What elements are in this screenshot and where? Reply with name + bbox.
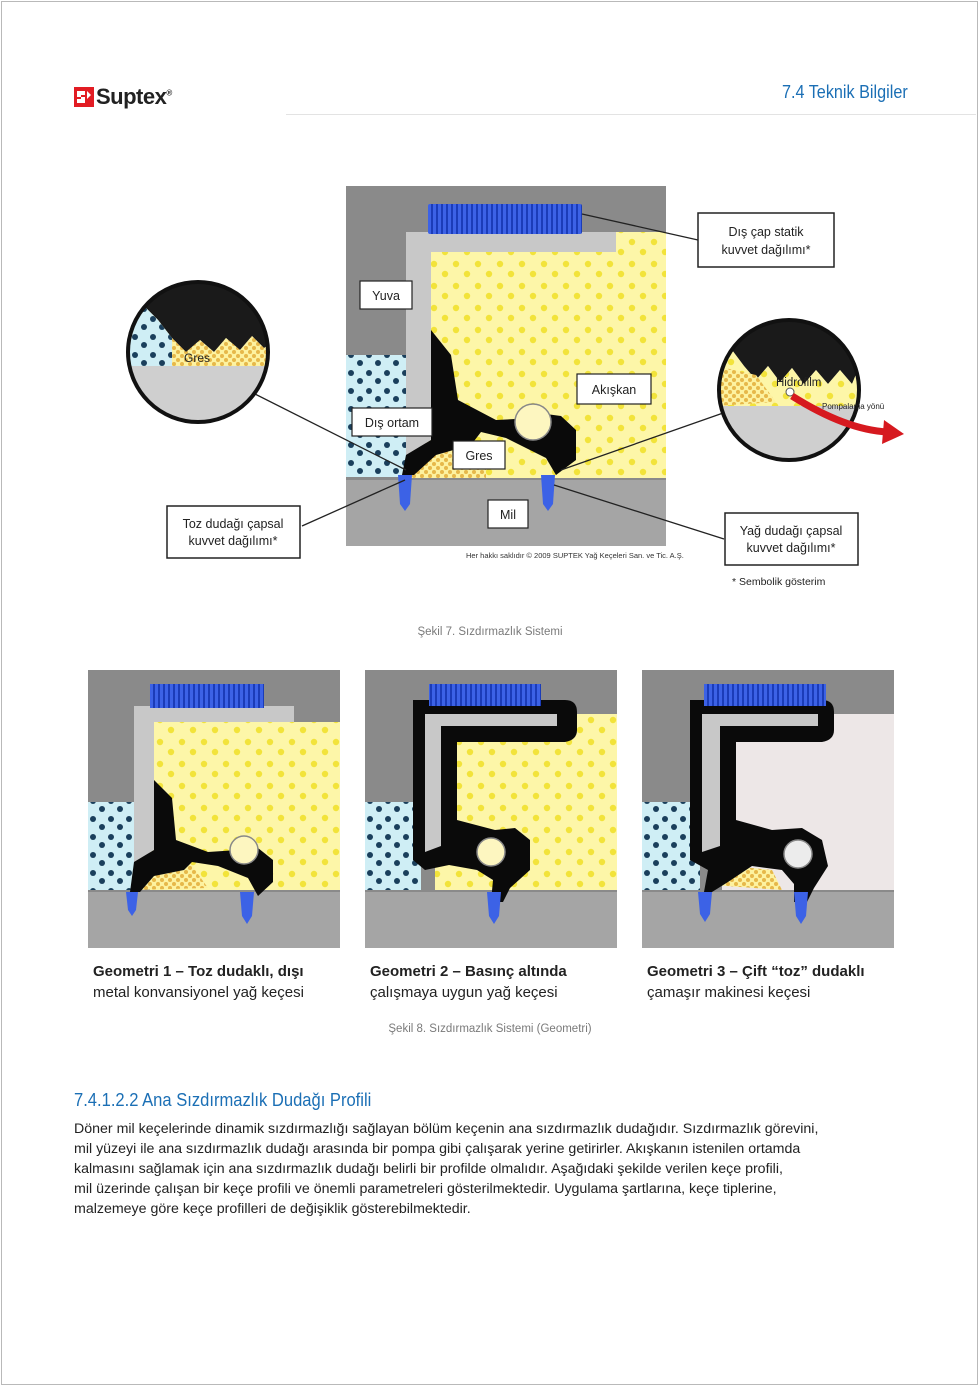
zoom-label-hidrofilm: Hidrofilm — [776, 377, 821, 389]
copyright-note: Her hakkı saklıdır © 2009 SUPTEK Yağ Keç… — [466, 551, 684, 560]
label-gres: Gres — [465, 449, 492, 463]
geometry-1-subtitle: metal konvansiyonel yağ keçesi — [93, 984, 304, 1001]
body-line: mil üzerinde çalışan bir keçe profili ve… — [74, 1181, 777, 1197]
callout-lines — [250, 213, 727, 540]
body-line: Döner mil keçelerinde dinamik sızdırmazl… — [74, 1121, 819, 1137]
geometry-2-subtitle: çalışmaya uygun yağ keçesi — [370, 984, 558, 1001]
body-line: kalmasını sağlamak için ana sızdırmazlık… — [74, 1161, 783, 1177]
label-box-dis-ortam — [351, 407, 433, 437]
zoom-label-pompalama: Pompalama yönü — [822, 402, 884, 411]
section-header-title: 7.4 Teknik Bilgiler — [782, 82, 908, 102]
garter-spring — [514, 403, 552, 441]
label-dis-cap-line2: kuvvet dağılımı* — [722, 243, 811, 257]
pumping-arrow-head-icon — [882, 420, 904, 444]
label-box-akiskan — [576, 373, 652, 405]
outer-diameter-ribs — [428, 204, 582, 234]
geometry-2-panel — [365, 670, 617, 948]
figure-7-caption: Şekil 7. Sızdırmazlık Sistemi — [417, 626, 563, 638]
header-divider — [286, 114, 976, 115]
label-box-dis-cap — [697, 212, 835, 268]
dust-lip-force — [398, 475, 412, 511]
section-body: Döner mil keçelerinde dinamik sızdırmazl… — [74, 1119, 919, 1219]
pumping-direction-arrow-icon — [790, 393, 889, 436]
label-box-yag-dudagi — [724, 512, 859, 566]
geometry-1-panel — [88, 670, 340, 948]
suptex-logo: Suptex® — [74, 84, 172, 110]
label-akiskan: Akışkan — [592, 383, 637, 397]
label-toz-dudagi-line1: Toz dudağı çapsal — [183, 517, 284, 531]
seal-cross-section: Yuva Dış ortam Gres Akışkan Mil Her hakk… — [346, 186, 684, 560]
body-line: mil yüzeyi ile ana sızdırmazlık dudağı a… — [74, 1141, 801, 1157]
figure-7-sealing-system: Yuva Dış ortam Gres Akışkan Mil Her hakk… — [76, 170, 906, 600]
label-box-yuva — [359, 280, 413, 310]
label-box-mil — [487, 499, 529, 529]
body-line: malzemeye göre keçe profilleri de değişi… — [74, 1201, 471, 1217]
label-dis-cap-line1: Dış çap statik — [728, 225, 804, 239]
geometry-3-title: Geometri 3 – Çift “toz” dudaklı — [647, 963, 865, 980]
label-yuva: Yuva — [372, 289, 400, 303]
zoom-label-gres: Gres — [184, 351, 210, 365]
label-yag-dudagi-line1: Yağ dudağı çapsal — [740, 524, 843, 538]
symbolic-note: * Sembolik gösterim — [732, 576, 826, 588]
label-toz-dudagi-line2: kuvvet dağılımı* — [189, 534, 278, 548]
label-box-gres — [452, 440, 506, 470]
geometry-3-panel — [642, 670, 894, 948]
geometry-1-title: Geometri 1 – Toz dudaklı, dışı — [93, 963, 304, 980]
zoom-circle-hydrofilm: Hidrofilm Pompalama yönü — [717, 318, 904, 462]
figure-8-caption: Şekil 8. Sızdırmazlık Sistemi (Geometri) — [388, 1023, 592, 1035]
section-title: 7.4.1.2.2 Ana Sızdırmazlık Dudağı Profil… — [74, 1090, 372, 1110]
label-box-toz-dudagi — [166, 505, 301, 559]
label-mil: Mil — [500, 508, 516, 522]
figure-8-geometries: Geometri 1 – Toz dudaklı, dışı metal kon… — [76, 664, 906, 1016]
zoom-circle-grease: Gres — [126, 280, 270, 424]
oil-lip-force — [541, 475, 555, 511]
geometry-3-subtitle: çamaşır makinesi keçesi — [647, 984, 810, 1001]
label-dis-ortam: Dış ortam — [365, 416, 419, 430]
brand-registered-mark: ® — [166, 88, 172, 98]
label-yag-dudagi-line2: kuvvet dağılımı* — [747, 541, 836, 555]
geometry-2-title: Geometri 2 – Basınç altında — [370, 963, 567, 980]
suptex-logo-mark-icon — [74, 87, 94, 107]
brand-name: Suptex — [96, 84, 167, 109]
